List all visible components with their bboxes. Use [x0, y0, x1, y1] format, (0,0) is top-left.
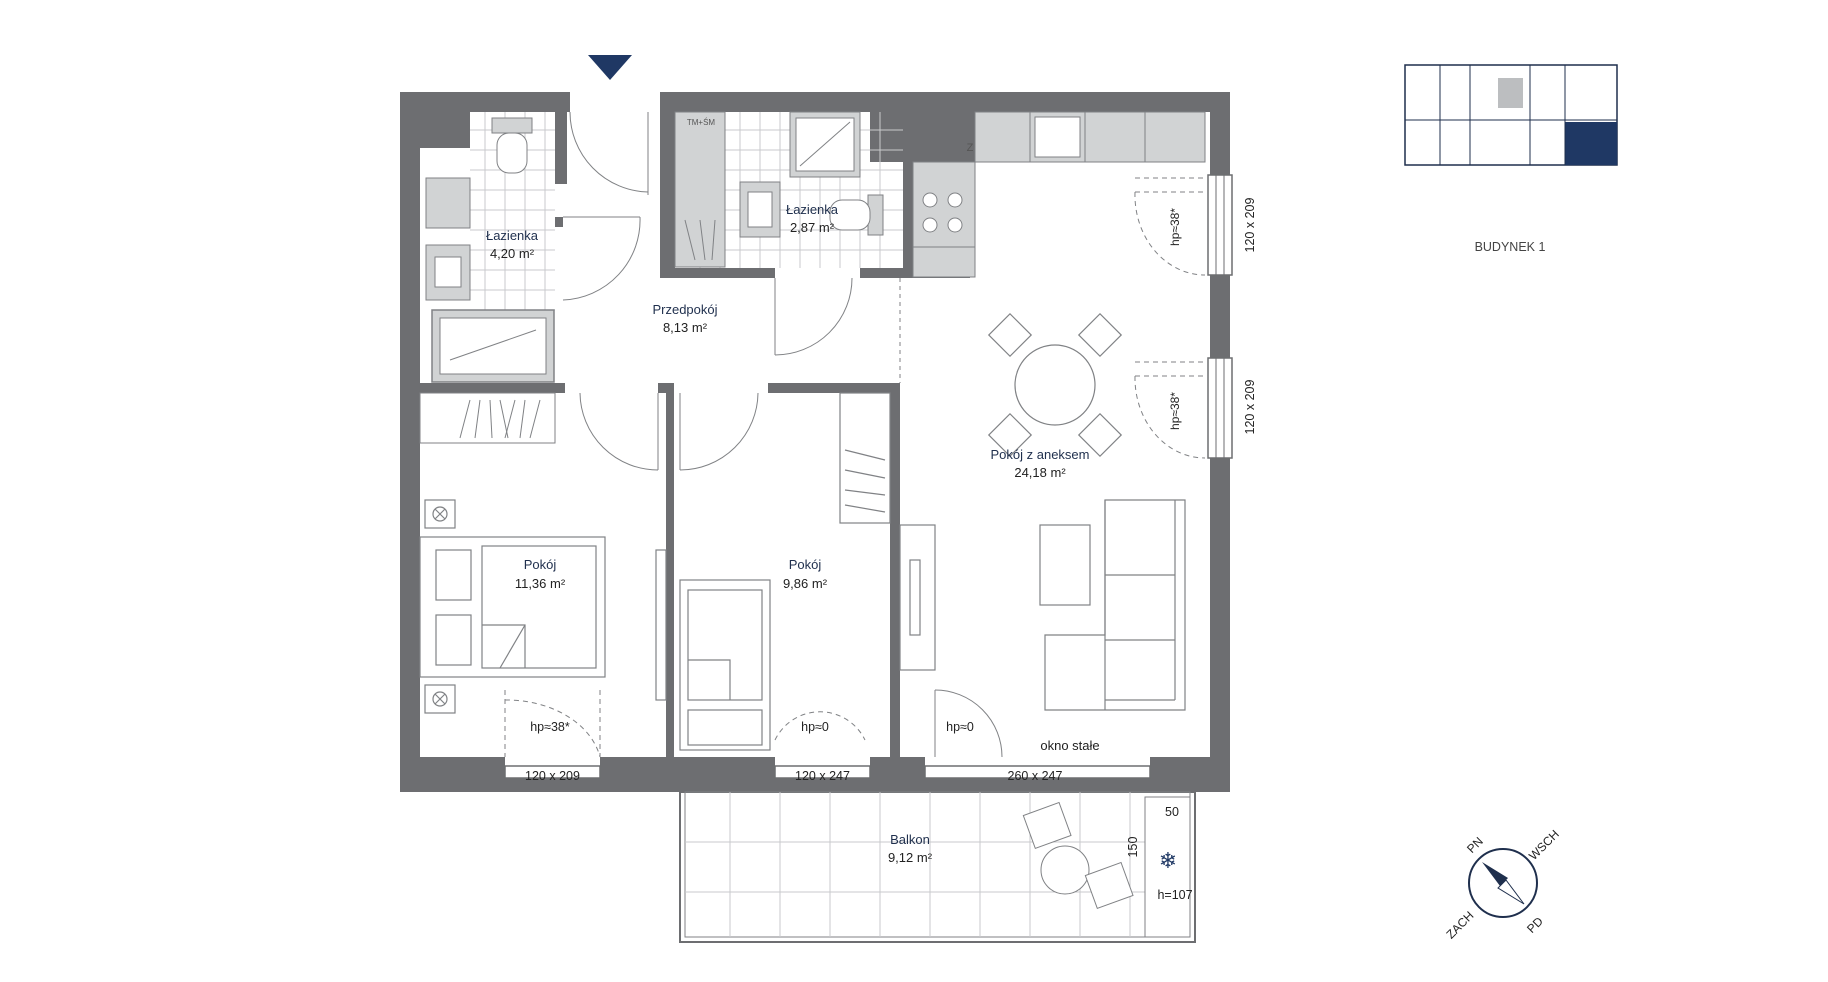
- window-swings: [1134, 177, 1206, 459]
- fridge-note: Z: [966, 142, 974, 154]
- room1-furniture: [419, 499, 606, 714]
- railing-height: h=107: [1157, 888, 1193, 902]
- balcony-name: Balkon: [890, 832, 930, 847]
- bath1-area: 4,20 m²: [489, 246, 535, 261]
- hall-area: 8,13 m²: [662, 320, 708, 335]
- hp-living-right-top: hp≈38*: [1168, 208, 1182, 246]
- hp-room2: hp≈0: [801, 720, 829, 734]
- balcony: [679, 791, 1196, 943]
- window-size-living-right-bottom: 120 x 209: [1243, 379, 1257, 435]
- window-size-room1: 120 x 209: [525, 769, 580, 783]
- entry-arrow-icon: [588, 55, 632, 80]
- snowflake-icon: ❄: [1159, 849, 1177, 874]
- wardrobe-room1: [419, 392, 556, 444]
- balcony-area: 9,12 m²: [887, 850, 933, 865]
- hall-name: Przedpokój: [652, 302, 718, 317]
- bath2-name: Łazienka: [785, 202, 839, 217]
- living-name: Pokój z aneksem: [990, 447, 1090, 462]
- building-label: BUDYNEK 1: [1474, 240, 1546, 254]
- building-key-plan: [1404, 64, 1618, 166]
- window-size-living-right-top: 120 x 209: [1243, 197, 1257, 253]
- balcony-depth: 150: [1126, 836, 1140, 858]
- compass-icon: [1468, 848, 1538, 918]
- inner-structure: [420, 112, 1210, 772]
- washer-note: TM+ŚM: [686, 118, 716, 127]
- bottom-windows: [504, 765, 1151, 779]
- bath2-area: 2,87 m²: [789, 220, 835, 235]
- room1-name: Pokój: [523, 557, 557, 572]
- hp-room1: hp≈38*: [530, 720, 570, 734]
- room2-area: 9,86 m²: [782, 576, 828, 591]
- room1-area: 11,36 m²: [514, 576, 566, 591]
- fixed-window-note: okno stałe: [1040, 738, 1100, 753]
- hp-living-right-bottom: hp≈38*: [1168, 392, 1182, 430]
- room2-furniture: [655, 392, 891, 751]
- hp-living-door: hp≈0: [946, 720, 974, 734]
- right-windows: [1207, 174, 1233, 459]
- window-size-room2: 120 x 247: [795, 769, 850, 783]
- kitchen: [912, 111, 1206, 278]
- living-area: 24,18 m²: [1014, 465, 1066, 480]
- bath1-name: Łazienka: [485, 228, 539, 243]
- window-size-living: 260 x 247: [1007, 769, 1063, 783]
- living-furniture: [899, 312, 1186, 711]
- bathroom-2: [674, 111, 903, 268]
- balcony-width: 50: [1165, 805, 1179, 819]
- room2-name: Pokój: [788, 557, 822, 572]
- doors: [504, 111, 1003, 758]
- bathroom-1: [425, 112, 555, 383]
